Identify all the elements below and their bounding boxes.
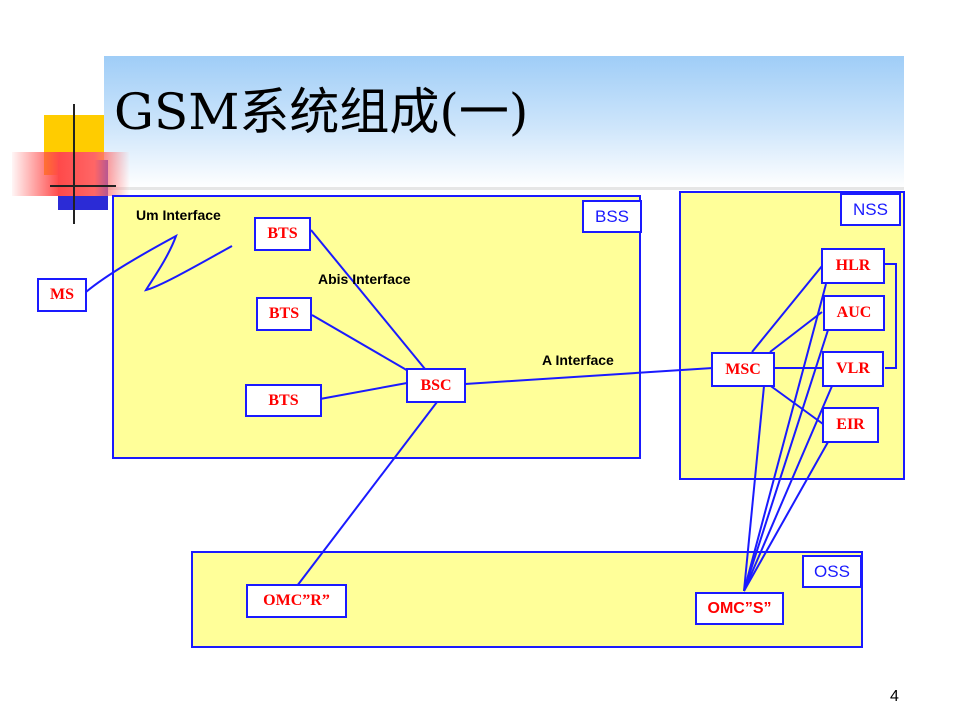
link-bts1-bsc: [310, 229, 426, 370]
bts-node-2: BTS: [256, 297, 312, 331]
decor-horizontal-line: [50, 185, 116, 187]
decor-red-bar: [12, 152, 130, 196]
link-hlr-vlr-bracket: [885, 263, 897, 369]
auc-node: AUC: [823, 295, 885, 331]
link-bts2-bsc: [311, 314, 411, 373]
oss-label: OSS: [802, 555, 862, 588]
bts-node-3: BTS: [245, 384, 322, 417]
hlr-node: HLR: [821, 248, 885, 284]
link-omcs-hlr: [743, 283, 827, 592]
nss-label: NSS: [840, 193, 901, 226]
link-omcs-msc: [743, 385, 765, 592]
link-bsc-omcr: [296, 401, 438, 587]
um-radio-link: [85, 233, 233, 293]
link-omcs-vlr: [743, 385, 833, 592]
page-number: 4: [890, 688, 899, 705]
link-msc-eir: [767, 383, 824, 425]
abis-interface-label: Abis Interface: [318, 271, 411, 287]
bss-region: [112, 195, 641, 459]
link-msc-auc: [769, 311, 823, 353]
bsc-node: BSC: [406, 368, 466, 403]
link-msc-hlr: [751, 265, 823, 353]
vlr-node: VLR: [822, 351, 884, 387]
um-interface-label: Um Interface: [136, 207, 221, 223]
link-omcs-auc: [743, 329, 829, 592]
decor-vertical-line: [73, 104, 75, 224]
eir-node: EIR: [822, 407, 879, 443]
link-omcs-eir: [743, 441, 829, 592]
msc-node: MSC: [711, 352, 775, 387]
slide-title: GSM系统组成(一): [114, 83, 529, 141]
ms-node: MS: [37, 278, 87, 312]
omc-r-node: OMC”R”: [246, 584, 347, 618]
a-interface-label: A Interface: [542, 352, 614, 368]
bss-label: BSS: [582, 200, 642, 233]
omc-s-node: OMC”S”: [695, 592, 784, 625]
link-bts3-bsc: [319, 382, 408, 400]
bts-node-1: BTS: [254, 217, 311, 251]
title-band: [104, 56, 904, 188]
link-bsc-msc: [464, 367, 714, 385]
title-underline: [104, 187, 904, 190]
